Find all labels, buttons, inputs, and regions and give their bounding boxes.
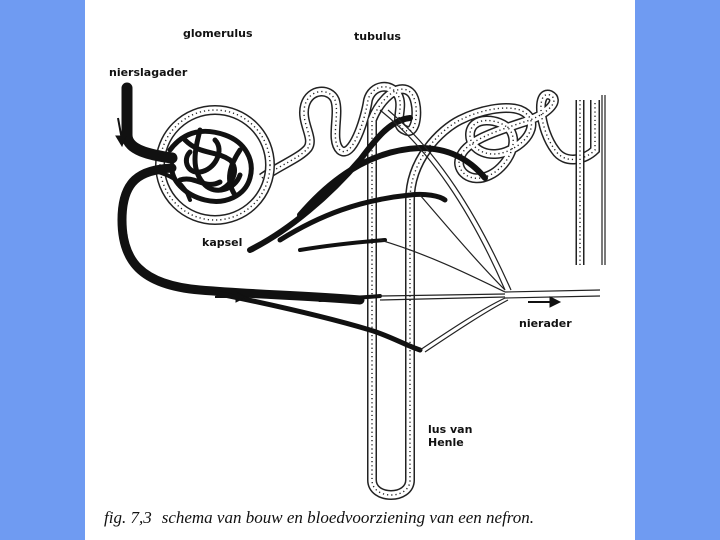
- kapsel-label: kapsel: [202, 236, 243, 249]
- lus-van-henle-label-line2: Henle: [428, 436, 464, 449]
- venous-network: [379, 109, 601, 353]
- glomerulus-knot: [167, 127, 254, 204]
- tubule: [259, 81, 600, 500]
- nierslagader-label: nierslagader: [109, 66, 188, 79]
- diagram-page: [85, 0, 635, 540]
- glomerulus-label: glomerulus: [183, 27, 253, 40]
- flow-arrows: [115, 117, 562, 308]
- nierader-label: nierader: [519, 317, 572, 330]
- caption-text: schema van bouw en bloedvoorziening van …: [161, 508, 535, 527]
- figure-caption: fig. 7,3 schema van bouw en bloedvoorzien…: [104, 508, 534, 528]
- collecting-duct: [575, 95, 606, 265]
- tubulus-label: tubulus: [354, 30, 401, 43]
- figure-number: fig. 7,3: [104, 508, 152, 527]
- lus-van-henle-label-line1: lus van: [428, 423, 473, 436]
